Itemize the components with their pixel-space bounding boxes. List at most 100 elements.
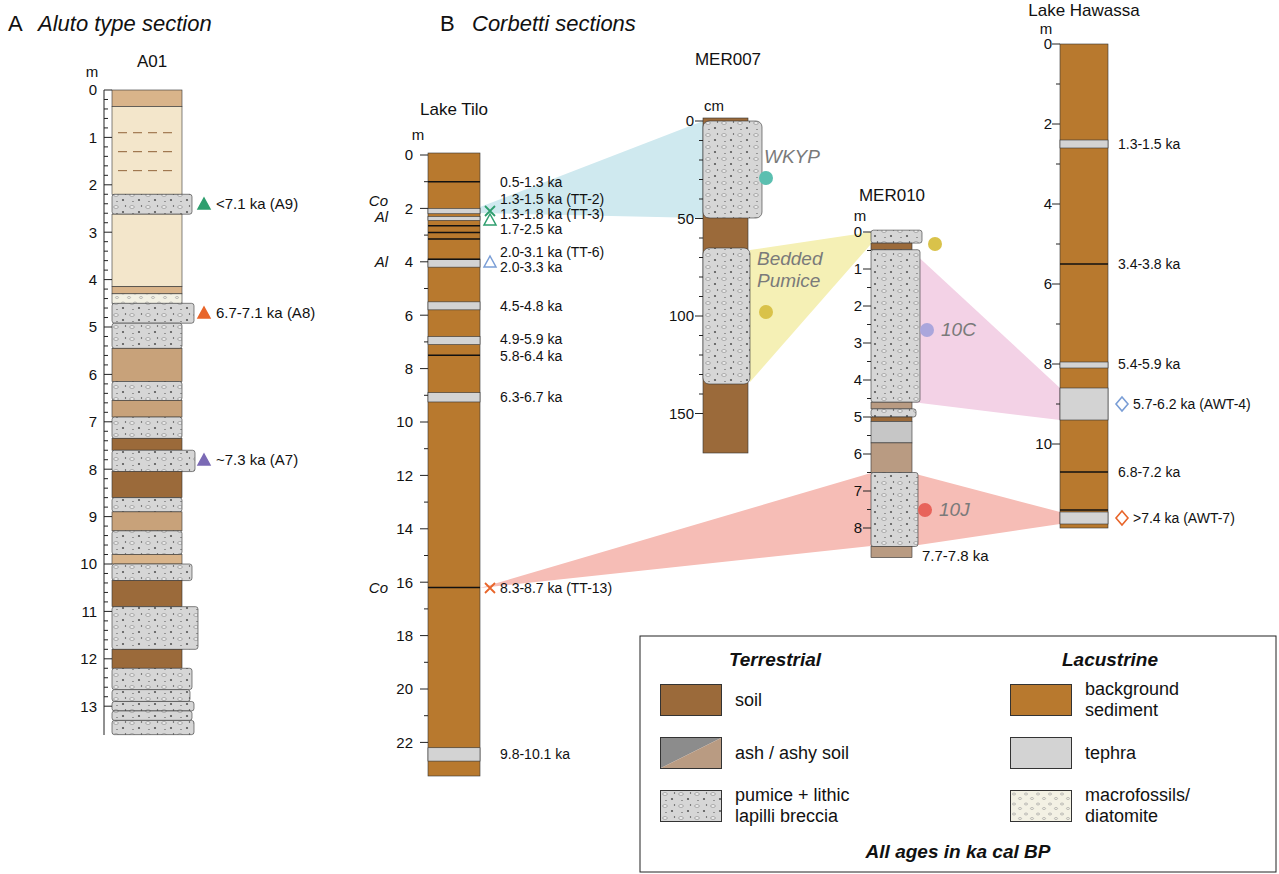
volcano-code: Al: [375, 253, 388, 270]
scale-tick: [104, 222, 108, 223]
scale-tick: [104, 516, 112, 517]
lithology-layer: [112, 294, 182, 303]
axis-tick-label: 14: [396, 520, 413, 537]
scale-tick: [104, 345, 108, 346]
scale-tick: [104, 582, 108, 583]
scale-tick: [420, 582, 428, 583]
axis-tick-label: 4: [1044, 195, 1052, 212]
scale-tick: [104, 137, 112, 138]
lithology-layer: [112, 581, 182, 607]
scale-tick: [104, 412, 108, 413]
scale-tick: [104, 526, 108, 527]
scale-tick: [104, 668, 108, 669]
age-label: 1.3-1.5 ka: [1118, 136, 1180, 152]
scale-tick: [699, 374, 703, 375]
diatomite-dash: [163, 170, 172, 171]
scale-tick: [1052, 204, 1060, 205]
legend-heading: Terrestrial: [729, 649, 821, 671]
axis-tick-label: 4: [89, 271, 97, 288]
unit-label: 10J: [939, 499, 970, 521]
layer-line: [1060, 471, 1108, 473]
scale-tick: [104, 630, 108, 631]
scale-tick: [104, 232, 112, 233]
legend-note: All ages in ka cal BP: [866, 841, 1051, 863]
scale-tick: [420, 261, 428, 262]
diatomite-dash: [148, 132, 157, 133]
sample-triangle: [198, 454, 210, 465]
scale-tick: [420, 475, 428, 476]
age-label: 1.3-1.8 ka (TT-3): [500, 206, 604, 222]
diatomite-dash: [133, 170, 142, 171]
legend-text: tephra: [1085, 743, 1136, 764]
scale-tick: [104, 383, 108, 384]
legend-swatch: [1010, 737, 1072, 769]
legend-text: macrofossils/ diatomite: [1085, 785, 1205, 826]
unit-label: 10C: [941, 319, 976, 341]
scale-tick: [420, 742, 428, 743]
scale-tick: [104, 99, 108, 100]
swatch-drawing: [1011, 791, 1071, 821]
scale-tick: [699, 238, 703, 239]
scale-tick: [1056, 404, 1060, 405]
section-column: Lake Tilo: [418, 100, 490, 776]
axis-tick-label: 8: [854, 519, 862, 536]
diatomite-dash: [118, 170, 127, 171]
lithology-layer: [112, 214, 182, 287]
scale-tick: [104, 165, 108, 166]
scale-tick: [863, 380, 871, 381]
symbols: [198, 171, 1128, 593]
axis-tick-label: 2: [89, 176, 97, 193]
pumice-unit: [703, 121, 762, 218]
scale-tick: [695, 413, 703, 414]
lithology-layer: [112, 512, 182, 531]
scale-tick: [104, 317, 108, 318]
lithology-layer: [112, 720, 194, 734]
panel-letter: A: [8, 11, 23, 36]
axis-tick-label: 3: [854, 334, 862, 351]
scale-tick: [104, 545, 108, 546]
axis-tick-label: 2: [405, 200, 413, 217]
scale-tick: [867, 287, 871, 288]
age-label: 4.9-5.9 ka: [500, 331, 562, 347]
scale-tick: [104, 298, 108, 299]
axis-tick-label: 2: [854, 297, 862, 314]
lithology-layer: [112, 400, 182, 417]
lithology-layer: [871, 243, 912, 250]
lithology-layer: [112, 607, 198, 650]
axis-tick-label: 6: [854, 445, 862, 462]
axis-tick-label: 100: [669, 307, 694, 324]
axis-tick-label: 6: [405, 307, 413, 324]
lithology-layer: [871, 417, 912, 421]
sample-triangle: [484, 214, 496, 225]
panel-title: Corbetti sections: [472, 11, 636, 36]
legend-box: [640, 636, 1276, 872]
lithology-layer: [871, 473, 918, 547]
layer-line: [1060, 263, 1108, 265]
sample-triangle: [198, 307, 210, 318]
unit-dot: [928, 237, 942, 251]
scale-tick: [695, 218, 703, 219]
tephra-layer: [428, 393, 480, 402]
age-label: 3.4-3.8 ka: [1118, 256, 1180, 272]
scale-tick: [104, 469, 112, 470]
ashy-soil-half: [661, 738, 721, 768]
scale-tick: [695, 316, 703, 317]
axis-tick-label: 0: [405, 146, 413, 163]
lithology-layer: [112, 450, 195, 471]
scale-tick: [699, 394, 703, 395]
diatomite-dash: [118, 132, 127, 133]
lithology-layer: [112, 348, 182, 381]
scale-tick: [104, 270, 108, 271]
scale-tick: [424, 715, 428, 716]
layer-line: [428, 225, 480, 227]
axis-tick-label: 1: [89, 129, 97, 146]
age-label: 6.8-7.2 ka: [1118, 464, 1180, 480]
scale-tick: [104, 203, 108, 204]
scale-tick: [104, 127, 108, 128]
scale-tick: [104, 251, 108, 252]
correlation-band: [912, 251, 1060, 420]
scale-tick: [424, 341, 428, 342]
tephra-layer: [1060, 388, 1108, 420]
age-label: 1.7-2.5 ka: [500, 221, 562, 237]
correlation-band: [480, 121, 703, 218]
